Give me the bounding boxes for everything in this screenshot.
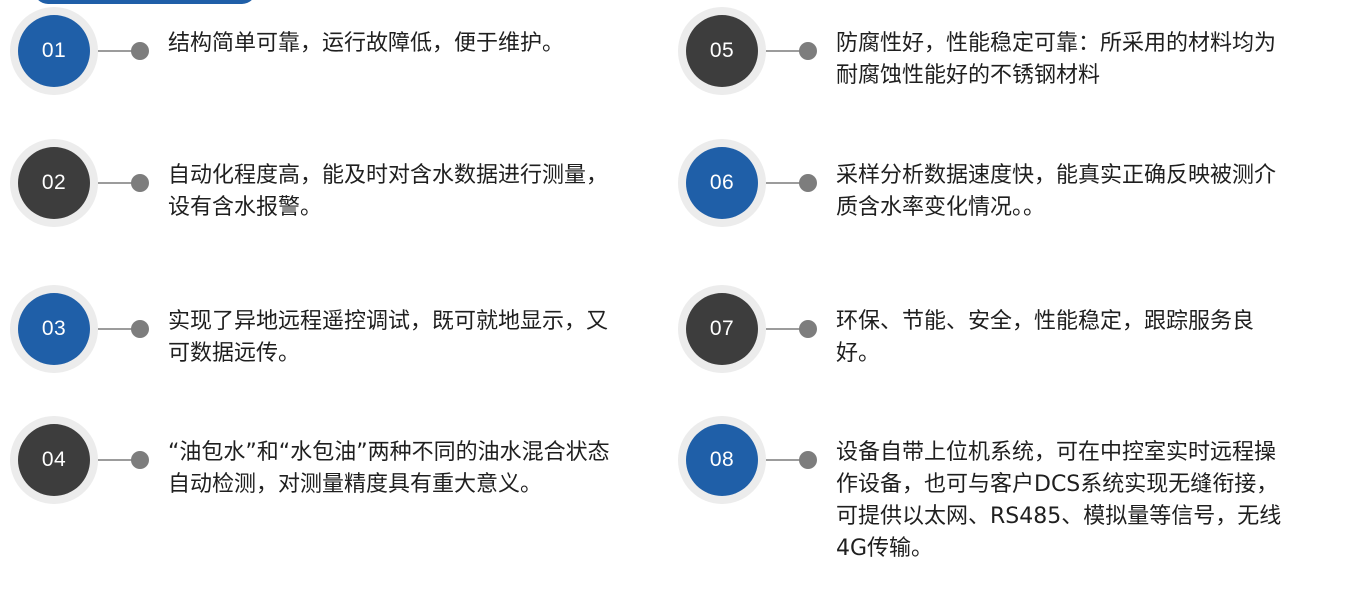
number-badge: 08: [686, 424, 758, 496]
feature-text: 环保、节能、安全，性能稳定，跟踪服务良好。: [836, 309, 1255, 366]
badge-ring: 03: [10, 285, 98, 373]
connector-line: [766, 50, 800, 52]
feature-text: 采样分析数据速度快，能真实正确反映被测介质含水率变化情况。。: [836, 163, 1277, 220]
connector-dot: [131, 451, 149, 469]
feature-text: “油包水”和“水包油”两种不同的油水混合状态自动检测，对测量精度具有重大意义。: [168, 440, 610, 497]
feature-item-05: 05 防腐性好，性能稳定可靠：所采用的材料均为耐腐蚀性能好的不锈钢材料: [678, 7, 1318, 167]
connector-dot: [799, 42, 817, 60]
connector-line: [766, 182, 800, 184]
connector-dot: [131, 42, 149, 60]
feature-item-01: 01 结构简单可靠，运行故障低，便于维护。: [10, 7, 650, 167]
number-badge: 01: [18, 15, 90, 87]
number-badge: 03: [18, 293, 90, 365]
connector-dot: [131, 174, 149, 192]
connector-dot: [799, 320, 817, 338]
badge-ring: 04: [10, 416, 98, 504]
connector-line: [766, 328, 800, 330]
feature-item-07: 07 环保、节能、安全，性能稳定，跟踪服务良好。: [678, 285, 1318, 445]
feature-text: 设备自带上位机系统，可在中控室实时远程操作设备，也可与客户DCS系统实现无缝衔接…: [836, 440, 1282, 561]
connector-line: [98, 182, 132, 184]
feature-item-04: 04 “油包水”和“水包油”两种不同的油水混合状态自动检测，对测量精度具有重大意…: [10, 416, 650, 576]
connector-line: [98, 50, 132, 52]
badge-ring: 06: [678, 139, 766, 227]
connector-dot: [799, 451, 817, 469]
badge-ring: 05: [678, 7, 766, 95]
connector-line: [98, 459, 132, 461]
number-badge: 07: [686, 293, 758, 365]
feature-text: 结构简单可靠，运行故障低，便于维护。: [168, 31, 565, 56]
connector-line: [766, 459, 800, 461]
feature-item-08: 08 设备自带上位机系统，可在中控室实时远程操作设备，也可与客户DCS系统实现无…: [678, 416, 1318, 576]
number-badge: 06: [686, 147, 758, 219]
feature-text: 自动化程度高，能及时对含水数据进行测量，设有含水报警。: [168, 163, 609, 220]
top-tab-decoration: [34, 0, 256, 4]
connector-dot: [799, 174, 817, 192]
badge-ring: 07: [678, 285, 766, 373]
feature-text: 防腐性好，性能稳定可靠：所采用的材料均为耐腐蚀性能好的不锈钢材料: [836, 31, 1277, 88]
feature-item-03: 03 实现了异地远程遥控调试，既可就地显示，又可数据远传。: [10, 285, 650, 445]
feature-item-02: 02 自动化程度高，能及时对含水数据进行测量，设有含水报警。: [10, 139, 650, 299]
connector-line: [98, 328, 132, 330]
badge-ring: 02: [10, 139, 98, 227]
connector-dot: [131, 320, 149, 338]
feature-text: 实现了异地远程遥控调试，既可就地显示，又可数据远传。: [168, 309, 609, 366]
feature-item-06: 06 采样分析数据速度快，能真实正确反映被测介质含水率变化情况。。: [678, 139, 1318, 299]
number-badge: 05: [686, 15, 758, 87]
number-badge: 02: [18, 147, 90, 219]
badge-ring: 01: [10, 7, 98, 95]
badge-ring: 08: [678, 416, 766, 504]
number-badge: 04: [18, 424, 90, 496]
